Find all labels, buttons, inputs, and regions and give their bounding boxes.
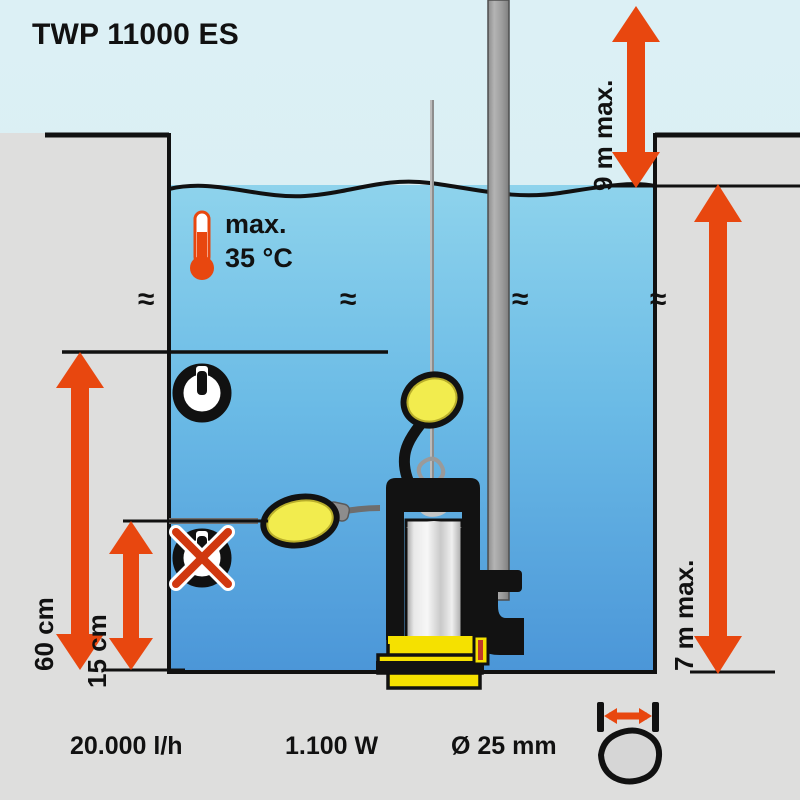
page-title: TWP 11000 ES: [32, 18, 239, 51]
arrow-9m: [612, 6, 660, 188]
dimension-label-60cm: 60 cm: [29, 597, 59, 671]
water-surface-line: [168, 179, 656, 199]
thermometer-icon: [190, 210, 214, 280]
stone-shape: [598, 727, 663, 785]
pump-outlet-seal: [478, 640, 483, 660]
pump-motor-top: [406, 521, 462, 528]
water-mark-3: ≈: [512, 283, 529, 316]
pump-handle-frame: [386, 478, 480, 640]
power-on-icon: [172, 363, 232, 423]
arrow-60cm: [56, 352, 104, 670]
pump-foot: [376, 661, 484, 673]
temperature-value-label: 35 °C: [225, 243, 293, 273]
spec-particle-size: Ø 25 mm: [451, 732, 557, 760]
discharge-pipe: [487, 0, 510, 601]
arrow-7m: [694, 184, 742, 674]
dimension-label-9m: 9 m max.: [588, 79, 618, 191]
dimension-label-7m: 7 m max.: [669, 559, 699, 671]
ground-right: [655, 133, 800, 687]
water-mark-2: ≈: [340, 283, 357, 316]
pipe-collar: [476, 570, 522, 592]
dimension-label-15cm: 15 cm: [82, 614, 112, 688]
spec-power: 1.100 W: [285, 732, 379, 760]
water-mark-1: ≈: [138, 283, 155, 316]
pump-motor-body: [404, 518, 464, 642]
spec-flow-rate: 20.000 l/h: [70, 732, 183, 760]
ground-bottom: [0, 672, 800, 800]
float-switch-upper: [406, 377, 458, 423]
particle-size-icon: [597, 702, 663, 785]
arrow-15cm: [109, 521, 153, 670]
water-mark-4: ≈: [650, 283, 667, 316]
float-switch-lower: [266, 499, 334, 543]
temperature-max-label: max.: [225, 209, 287, 239]
power-off-prohibited-icon: [169, 525, 235, 591]
